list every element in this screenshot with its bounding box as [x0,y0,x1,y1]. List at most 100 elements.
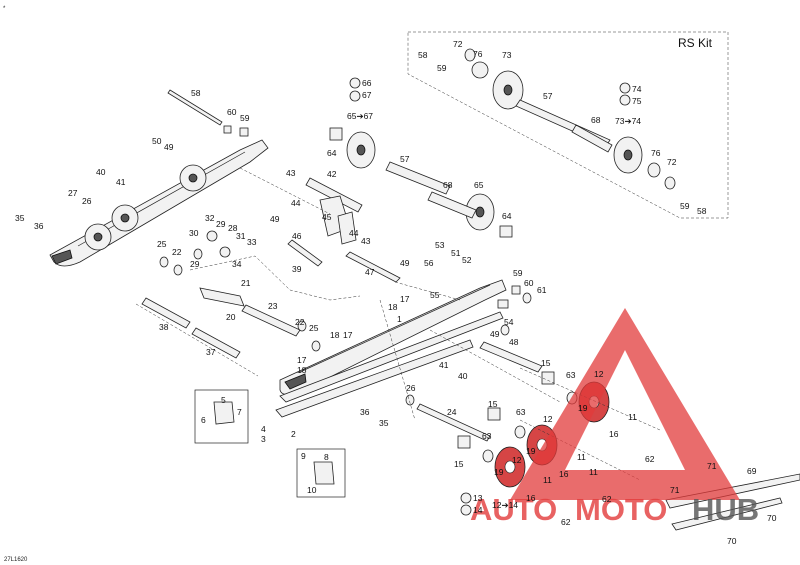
callout: 49 [164,142,174,152]
callout: 34 [232,259,242,269]
callout: 37 [206,347,216,357]
callout: 22 [295,317,305,327]
callout: 2 [291,429,296,439]
watermark-text-auto: AUTO [470,492,557,527]
callout: 55 [430,290,440,300]
callout: 70 [727,536,737,546]
callout: 4 [261,424,266,434]
watermark-text-moto: MOTO [575,492,667,527]
callout: 70 [767,513,777,523]
callout: 18 [330,330,340,340]
callout: 9 [301,451,306,461]
callout: 23 [268,301,278,311]
callout: 30 [189,228,199,238]
callout: 35 [379,418,389,428]
callout: 60 [524,278,534,288]
sprocket-lower [494,446,526,488]
callout: 64 [327,148,337,158]
callout: 47 [365,267,375,277]
idler-wheel-73 [492,70,524,110]
slide-rail-upper [279,311,504,403]
callout: 58 [418,50,428,60]
stopper-box-upper [194,389,249,444]
callout: 38 [159,322,169,332]
callout: 12➔14 [492,500,518,510]
callout: 16 [559,469,569,479]
callout: 17 [343,330,353,340]
callout: 62 [645,454,655,464]
callout: 56 [424,258,434,268]
callout: 45 [322,212,332,222]
idler-wheel-73b [613,136,643,174]
callout: 40 [96,167,106,177]
callout: 5 [221,395,226,405]
hardware-bits [159,48,676,516]
callout: 59 [240,113,250,123]
callout: 65➔67 [347,111,373,121]
idler-wheel-65 [346,131,376,169]
drawing-code: 27L1620 [4,557,28,563]
callout: 16 [609,429,619,439]
callout: 18 [297,365,307,375]
callout: 73 [502,50,512,60]
callout: 54 [504,317,514,327]
callout: 15 [488,399,498,409]
callout: 39 [292,264,302,274]
callout: 12 [594,369,604,379]
callout: 64 [502,211,512,221]
callout: 41 [439,360,449,370]
callouts: 1 2 3 4 5 6 7 8 9 10 11 11 11 11 12 12 1… [15,39,777,546]
callout: 24 [447,407,457,417]
callout: 75 [632,96,642,106]
callout: 48 [509,337,519,347]
callout: 19 [526,446,536,456]
callout: 57 [543,91,553,101]
callout: 74 [632,84,642,94]
callout: 26 [406,383,416,393]
callout: 16 [526,493,536,503]
callout: 58 [191,88,201,98]
callout: 68 [443,180,453,190]
callout: 69 [747,466,757,476]
callout: 61 [537,285,547,295]
callout: 14 [473,505,483,515]
callout: 12 [512,455,522,465]
callout: 44 [349,228,359,238]
callout: 17 [297,355,307,365]
callout: 53 [435,240,445,250]
callout: 36 [360,407,370,417]
watermark: AUTO MOTO HUB [470,308,759,527]
callout: 44 [291,198,301,208]
callout: 62 [602,494,612,504]
callout: 59 [437,63,447,73]
callout: 22 [172,247,182,257]
guide-lines [135,167,661,481]
callout: 59 [680,201,690,211]
right-rail [279,279,507,395]
callout: 43 [361,236,371,246]
callout: 65 [474,180,484,190]
callout: 42 [327,169,337,179]
callout: 72 [453,39,463,49]
shafts [141,89,613,442]
callout: 18 [388,302,398,312]
callout: 6 [201,415,206,425]
callout: 49 [270,214,280,224]
callout: 60 [227,107,237,117]
callout: 7 [237,407,242,417]
callout: 52 [462,255,472,265]
callout: 76 [473,49,483,59]
callout: 41 [116,177,126,187]
callout: 63 [566,370,576,380]
callout: 8 [324,452,329,462]
callout: 29 [190,259,200,269]
callout: 1 [397,314,402,324]
callout: 40 [458,371,468,381]
watermark-triangle-logo [510,308,740,500]
callout: 50 [152,136,162,146]
callout: 67 [362,90,372,100]
watermark-text-hub: HUB [692,492,759,527]
callout: 15 [541,358,551,368]
callout: 11 [628,412,637,422]
